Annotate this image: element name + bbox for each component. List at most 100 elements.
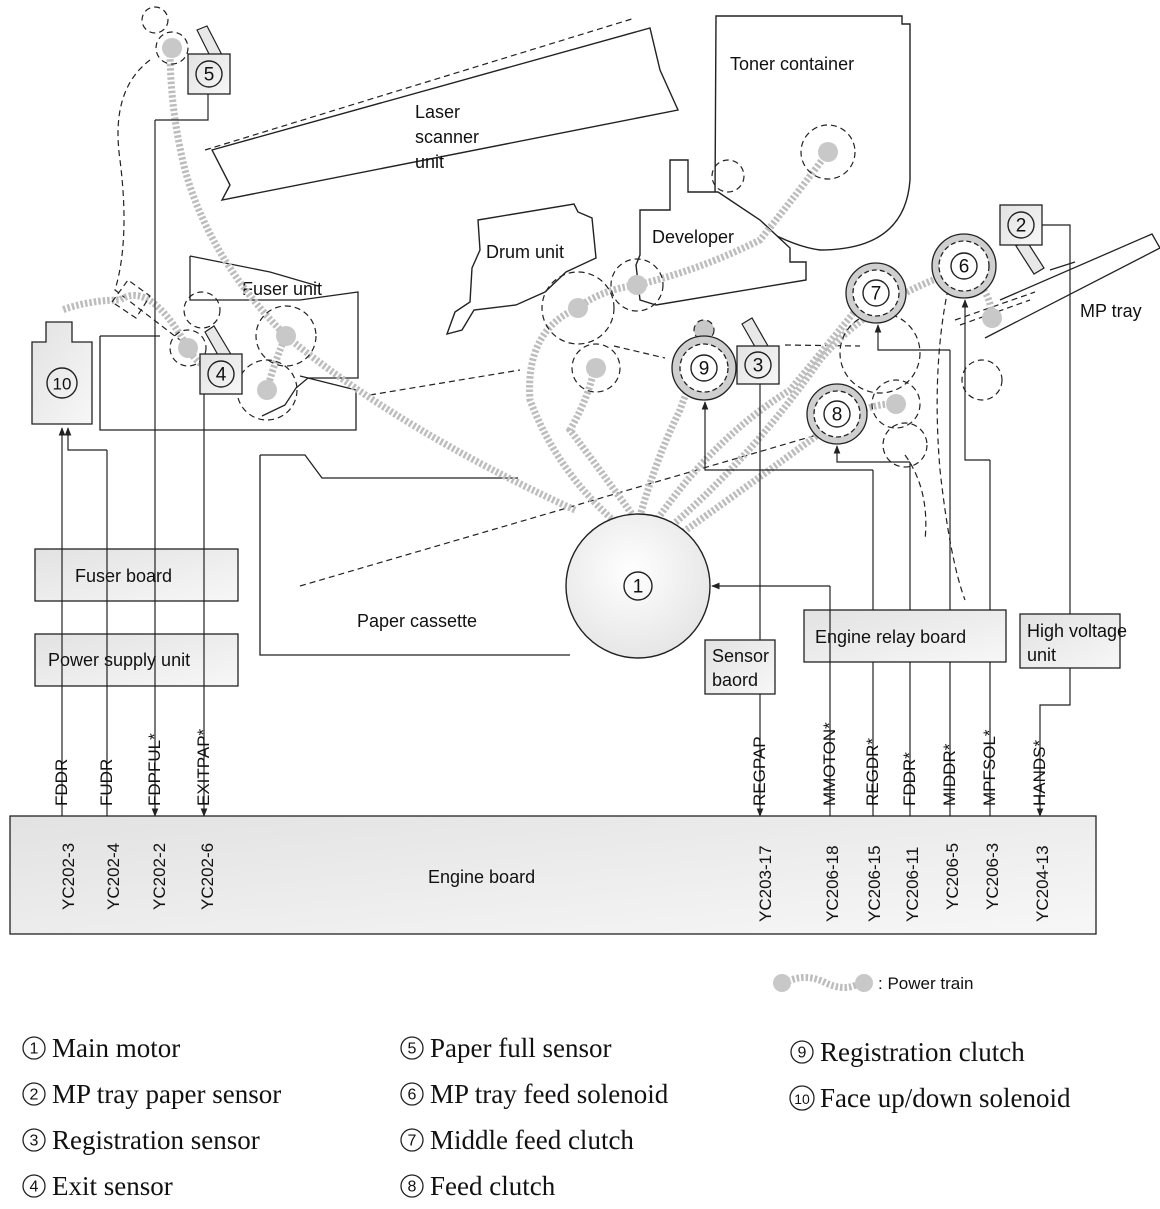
svg-text:Power supply unit: Power supply unit	[48, 650, 190, 670]
svg-text:Paper full sensor: Paper full sensor	[430, 1033, 611, 1063]
gears	[111, 6, 1003, 468]
marker-2: 2	[1016, 216, 1027, 237]
connector-yc203-17: YC203-17	[756, 845, 775, 922]
legend-item-9: 9 Registration clutch	[790, 1037, 1025, 1067]
legend-item-8: 8 Feed clutch	[400, 1171, 556, 1201]
laser-scanner-label-3: unit	[415, 152, 444, 172]
svg-text:MP tray paper sensor: MP tray paper sensor	[52, 1079, 281, 1109]
signal-label-regpap: REGPAP	[750, 736, 769, 806]
sensor-board: Sensor baord	[704, 639, 776, 695]
drum-unit: Drum unit	[445, 203, 597, 336]
mp-tray-label: MP tray	[1080, 301, 1142, 321]
paper-path-guides	[114, 59, 1036, 601]
svg-text:Exit sensor: Exit sensor	[52, 1171, 173, 1201]
marker-5: 5	[204, 65, 215, 86]
marker-4: 4	[216, 365, 227, 386]
signal-label-mmoton: MMOTON*	[820, 722, 839, 806]
marker-9: 9	[699, 359, 710, 380]
signal-name-labels: FDDR FUDR FDPFUL* EXITPAP* REGPAP MMOTON…	[52, 722, 1049, 806]
paper-cassette: Paper cassette	[259, 433, 821, 656]
clutch-7	[845, 262, 907, 324]
svg-text:6: 6	[408, 1087, 417, 1104]
drum-unit-label: Drum unit	[486, 242, 564, 262]
signal-lines	[58, 94, 1071, 817]
legend-item-2: 2 MP tray paper sensor	[22, 1079, 281, 1109]
svg-text:7: 7	[408, 1133, 417, 1150]
svg-text:unit: unit	[1027, 645, 1056, 665]
fuser-unit-label: Fuser unit	[242, 279, 322, 299]
signal-label-regdr: REGDR*	[863, 738, 882, 806]
marker-7: 7	[871, 284, 882, 305]
laser-scanner-unit: Laser scanner unit	[204, 17, 679, 201]
svg-text:3: 3	[30, 1133, 39, 1150]
legend-item-4: 4 Exit sensor	[22, 1171, 173, 1201]
main-motor	[565, 513, 711, 659]
marker-labels: 1 2 3 4 5 6 7 8 9 10	[46, 60, 1035, 601]
svg-text:Engine relay board: Engine relay board	[815, 627, 966, 647]
fuser-board: Fuser board	[34, 548, 239, 602]
signal-label-mpfsol: MPFSOL*	[980, 729, 999, 806]
connector-yc202-6: YC202-6	[198, 843, 217, 910]
marker-3: 3	[753, 356, 764, 377]
signal-label-fdpful: FDPFUL*	[145, 733, 164, 806]
connector-yc202-2: YC202-2	[150, 843, 169, 910]
svg-text:MP tray feed solenoid: MP tray feed solenoid	[430, 1079, 669, 1109]
power-supply-unit: Power supply unit	[34, 633, 239, 687]
signal-label-middr: MIDDR*	[940, 743, 959, 806]
fuser-unit: Fuser unit	[99, 255, 359, 431]
connector-yc206-15: YC206-15	[865, 845, 884, 922]
legend-item-1: 1 Main motor	[22, 1033, 180, 1063]
marker-6: 6	[959, 257, 970, 278]
developer-label: Developer	[652, 227, 734, 247]
svg-text:Fuser board: Fuser board	[75, 566, 172, 586]
solenoid-10	[31, 321, 93, 425]
power-train-key: : Power train	[773, 974, 973, 993]
connector-yc206-3: YC206-3	[983, 843, 1002, 910]
signal-label-hands: HANDS*	[1030, 739, 1049, 806]
svg-text:10: 10	[794, 1091, 810, 1107]
legend-item-6: 6 MP tray feed solenoid	[400, 1079, 669, 1109]
svg-text:1: 1	[30, 1041, 39, 1058]
svg-text:2: 2	[30, 1087, 39, 1104]
svg-text:4: 4	[30, 1179, 39, 1196]
engine-board: Engine board	[9, 815, 1097, 935]
clutch-8	[806, 383, 868, 445]
connector-yc202-3: YC202-3	[59, 843, 78, 910]
power-train-label: : Power train	[878, 974, 973, 993]
legend-item-3: 3 Registration sensor	[22, 1125, 260, 1155]
signal-label-fddr2: FDDR*	[900, 752, 919, 806]
svg-text:Middle feed clutch: Middle feed clutch	[430, 1125, 634, 1155]
svg-text:Sensor: Sensor	[712, 646, 769, 666]
svg-text:Engine board: Engine board	[428, 867, 535, 887]
connector-yc206-11: YC206-11	[903, 847, 922, 922]
laser-scanner-label-2: scanner	[415, 127, 479, 147]
high-voltage-unit: High voltage unit	[1019, 613, 1127, 669]
sensor-4	[199, 325, 243, 395]
mp-tray: MP tray	[984, 233, 1160, 339]
svg-text:Main motor: Main motor	[52, 1033, 180, 1063]
svg-text:Face up/down solenoid: Face up/down solenoid	[820, 1083, 1071, 1113]
marker-1: 1	[633, 577, 644, 598]
legend-item-7: 7 Middle feed clutch	[400, 1125, 634, 1155]
connector-yc206-5: YC206-5	[943, 843, 962, 910]
legend: 1 Main motor 2 MP tray paper sensor 3 Re…	[22, 1033, 1071, 1201]
svg-text:baord: baord	[712, 670, 758, 690]
signal-label-exitpap: EXITPAP*	[194, 728, 213, 806]
clutch-9	[671, 335, 737, 401]
svg-text:Feed clutch: Feed clutch	[430, 1171, 556, 1201]
marker-10: 10	[53, 375, 72, 394]
svg-text:8: 8	[408, 1179, 417, 1196]
svg-text:Registration sensor: Registration sensor	[52, 1125, 260, 1155]
toner-container-label: Toner container	[730, 54, 854, 74]
svg-text:Registration clutch: Registration clutch	[820, 1037, 1025, 1067]
connector-yc202-4: YC202-4	[104, 843, 123, 910]
legend-item-10: 10 Face up/down solenoid	[789, 1083, 1071, 1113]
signal-label-fddr: FDDR	[52, 759, 71, 806]
solenoid-6	[931, 233, 997, 299]
connector-yc206-18: YC206-18	[823, 845, 842, 922]
engine-relay-board: Engine relay board	[803, 609, 1007, 663]
svg-text:High voltage: High voltage	[1027, 621, 1127, 641]
svg-text:9: 9	[798, 1045, 807, 1062]
signal-label-fudr: FUDR	[97, 759, 116, 806]
